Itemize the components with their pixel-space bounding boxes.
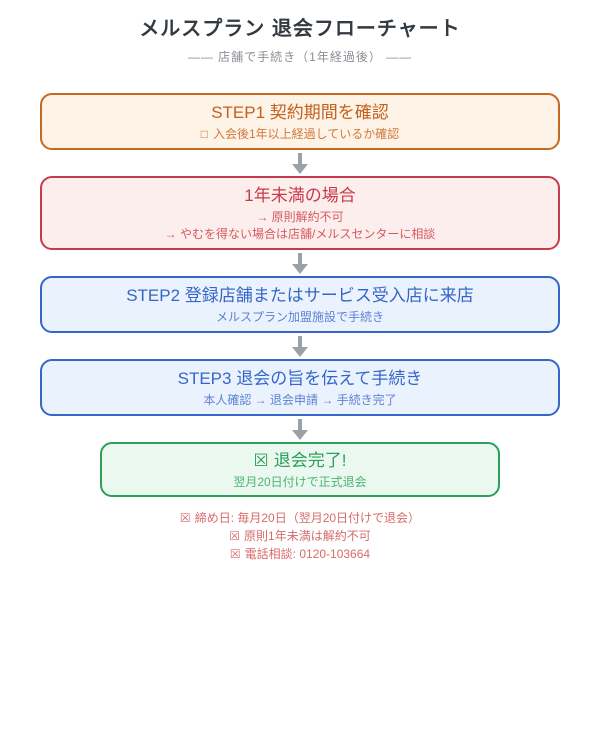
step-detail: → やむを得ない場合は店舗/メルスセンターに相談 <box>164 227 436 241</box>
down-arrow-icon <box>40 333 560 359</box>
arrow-stem <box>298 252 302 264</box>
down-arrow-icon <box>40 150 560 176</box>
flow-complete-box: ☒退会完了! 翌月20日付けで正式退会 <box>100 442 500 497</box>
flow-step-3-box: STEP3 退会の旨を伝えて手続き 本人確認 → 退会申請 → 手続き完了 <box>40 359 560 416</box>
note-text: 締め日: 毎月20日（翌月20日付けで退会） <box>194 511 421 525</box>
note-under-one-year: ☒原則1年未満は解約不可 <box>0 527 600 545</box>
checkbox-empty-icon: □ <box>200 127 208 141</box>
page-subtitle: —— 店舗で手続き（1年経過後） —— <box>187 50 413 64</box>
arrow-stem <box>298 418 302 430</box>
checkbox-x-icon: ☒ <box>253 451 269 470</box>
note-text: 電話相談: 0120-103664 <box>244 547 371 561</box>
step-detail: 翌月20日付けで正式退会 <box>233 475 367 489</box>
arrow-head <box>292 346 308 357</box>
step-title: STEP2 登録店舗またはサービス受入店に来店 <box>126 286 474 305</box>
page-title: メルスプラン 退会フローチャート <box>139 18 461 40</box>
step-title: ☒退会完了! <box>110 449 490 473</box>
step-detail: → 原則解約不可 <box>256 210 344 224</box>
checkbox-x-icon: ☒ <box>229 529 241 543</box>
step-detail-text: 入会後1年以上経過しているか確認 <box>212 127 400 141</box>
note-deadline: ☒締め日: 毎月20日（翌月20日付けで退会） <box>0 509 600 527</box>
flow-step-2-box: STEP2 登録店舗またはサービス受入店に来店 メルスプラン加盟施設で手続き <box>40 276 560 333</box>
checkbox-x-icon: ☒ <box>229 547 241 561</box>
arrow-head <box>292 263 308 274</box>
note-phone: ☒電話相談: 0120-103664 <box>0 545 600 563</box>
down-arrow-icon <box>40 250 560 276</box>
flow-step-1-box: STEP1 契約期間を確認 □ 入会後1年以上経過しているか確認 <box>40 93 560 150</box>
step-detail: □ 入会後1年以上経過しているか確認 <box>50 126 550 142</box>
step-detail: メルスプラン加盟施設で手続き <box>215 310 384 324</box>
checkbox-x-icon: ☒ <box>179 511 191 525</box>
flowchart: STEP1 契約期間を確認 □ 入会後1年以上経過しているか確認 1年未満の場合 … <box>40 93 560 497</box>
down-arrow-icon <box>40 416 560 442</box>
step-title-text: 退会完了! <box>273 451 347 470</box>
note-text: 原則1年未満は解約不可 <box>244 529 371 543</box>
step-title: STEP3 退会の旨を伝えて手続き <box>177 369 423 388</box>
step-detail: 本人確認 → 退会申請 → 手続き完了 <box>203 393 397 407</box>
arrow-stem <box>298 152 302 164</box>
flow-under-one-year-box: 1年未満の場合 → 原則解約不可 → やむを得ない場合は店舗/メルスセンターに相… <box>40 176 560 250</box>
arrow-head <box>292 429 308 440</box>
step-title: 1年未満の場合 <box>244 186 356 205</box>
arrow-stem <box>298 335 302 347</box>
step-title: STEP1 契約期間を確認 <box>211 103 389 122</box>
footer-notes: ☒締め日: 毎月20日（翌月20日付けで退会） ☒原則1年未満は解約不可 ☒電話… <box>0 509 600 563</box>
arrow-head <box>292 163 308 174</box>
